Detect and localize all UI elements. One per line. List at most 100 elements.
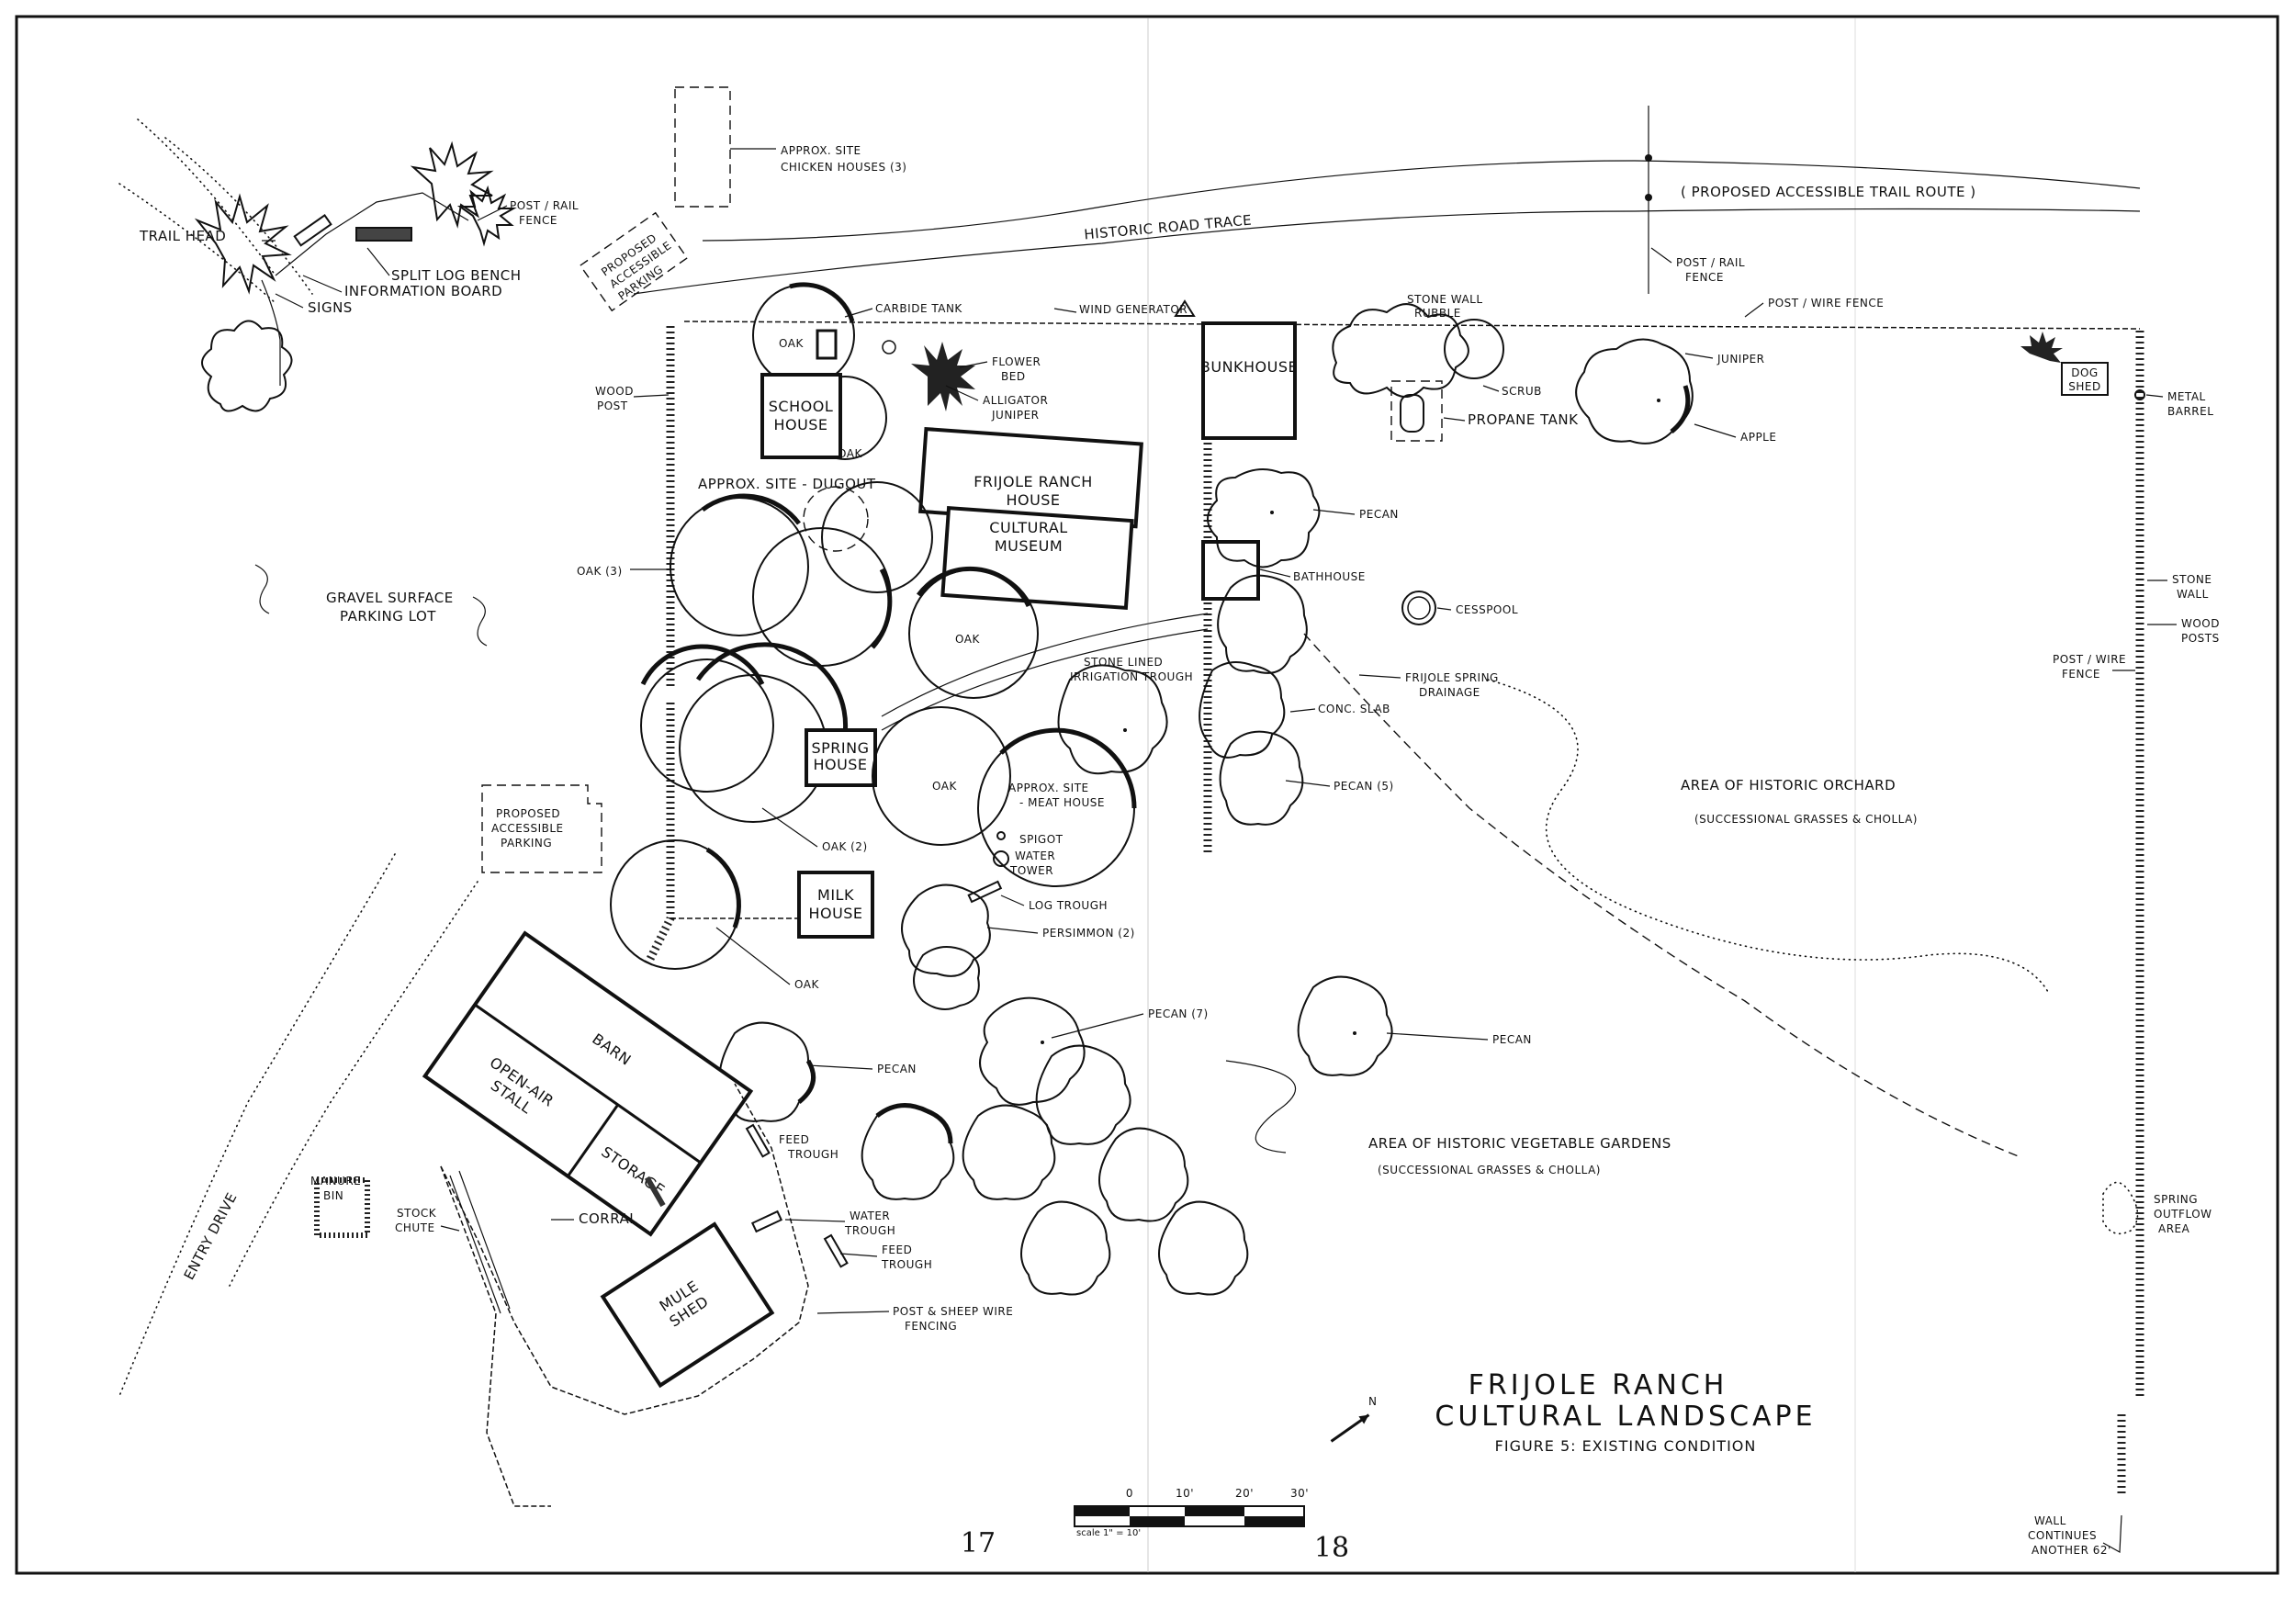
proposed-parking-top xyxy=(579,211,689,312)
label-apple: APPLE xyxy=(1740,431,1776,444)
label-spring-outflow-2: OUTFLOW xyxy=(2154,1208,2212,1221)
gravel-swirl xyxy=(254,564,488,647)
water-trough xyxy=(750,1210,783,1233)
leader xyxy=(1051,1013,1144,1039)
label-conc-slab: CONC. SLAB xyxy=(1318,703,1390,715)
label-scrub: SCRUB xyxy=(1502,385,1542,398)
label-wall-cont-1: WALL xyxy=(2034,1514,2066,1527)
historic-road-trace xyxy=(633,208,2141,295)
dugout-site xyxy=(803,486,869,552)
page-number-left: 17 xyxy=(961,1527,996,1559)
label-stone-wall-rubble-1: STONE WALL xyxy=(1407,293,1483,306)
label-oak-g: OAK xyxy=(932,780,957,793)
leader xyxy=(784,1219,878,1257)
label-feed-trough-2: TROUGH xyxy=(787,1148,838,1161)
pecan-tree-12 xyxy=(1158,1200,1249,1296)
leader xyxy=(2145,394,2164,398)
label-juniper: JUNIPER xyxy=(1716,353,1765,366)
scrub-area xyxy=(1332,303,1469,398)
label-wall-cont-3: ANOTHER 62' xyxy=(2032,1544,2111,1557)
mule-shed xyxy=(600,1221,775,1389)
label-stone-wall-rubble-2: RUBBLE xyxy=(1414,307,1461,320)
feed-trough-2 xyxy=(823,1233,849,1268)
split-log-bench xyxy=(355,227,412,242)
north-label: N xyxy=(1368,1395,1377,1408)
label-museum-2: MUSEUM xyxy=(995,537,1063,555)
label-veg-1: AREA OF HISTORIC VEGETABLE GARDENS xyxy=(1368,1135,1671,1152)
juniper-ne xyxy=(1444,319,1504,379)
leader xyxy=(761,807,818,848)
label-dog-shed-1: DOG xyxy=(2071,366,2098,379)
propane-area xyxy=(1390,380,1443,442)
label-feed-trough-1: FEED xyxy=(779,1133,809,1146)
leader xyxy=(1312,509,1356,515)
label-split-log-bench: SPLIT LOG BENCH xyxy=(391,267,522,284)
historic-road-trace xyxy=(702,160,2141,242)
pecan-tree-5 xyxy=(1219,730,1304,826)
label-spring-house-1: SPRING xyxy=(811,739,869,757)
label-oak-d: OAK xyxy=(955,633,980,646)
oak-tree-c xyxy=(821,481,933,593)
label-school-house-1: SCHOOL xyxy=(769,398,833,415)
irrigation-trough xyxy=(881,613,1209,717)
label-pecan-3: PECAN xyxy=(1492,1033,1532,1046)
label-pecan-5: PECAN (5) xyxy=(1334,780,1394,793)
leader xyxy=(945,361,988,401)
label-proposed-parking-1: PROPOSED xyxy=(496,807,560,820)
leader xyxy=(262,205,508,309)
label-spring-drainage-1: FRIJOLE SPRING xyxy=(1405,671,1499,684)
label-flower-bed-1: FLOWER xyxy=(992,355,1041,368)
label-gravel-1: GRAVEL SURFACE xyxy=(326,590,454,606)
label-spring-drainage-2: DRAINAGE xyxy=(1419,686,1480,699)
label-post-rail-fence-1: POST / RAIL xyxy=(510,199,579,212)
label-milk-house-2: HOUSE xyxy=(808,905,862,922)
oak-tree-a xyxy=(670,497,809,636)
map-subtitle: CULTURAL LANDSCAPE xyxy=(1435,1401,1816,1433)
cesspool xyxy=(1401,591,1436,625)
label-entry-drive: ENTRY DRIVE xyxy=(181,1189,241,1282)
cultural-museum xyxy=(940,505,1134,610)
school-house xyxy=(760,373,842,459)
label-bunkhouse: BUNKHOUSE xyxy=(1200,358,1298,376)
juniper-east xyxy=(2020,332,2063,363)
trail-head-juniper xyxy=(194,193,292,295)
label-meat-house-1: APPROX. SITE xyxy=(1008,782,1089,794)
label-orchard-1: AREA OF HISTORIC ORCHARD xyxy=(1681,777,1896,793)
carbide-tank-icon xyxy=(882,340,896,354)
oak-tree-g xyxy=(872,706,1011,846)
label-oak-h: OAK xyxy=(794,978,819,991)
carbide-tank xyxy=(816,329,838,360)
apple-tree xyxy=(1575,338,1694,445)
label-spring-house-2: HOUSE xyxy=(813,756,867,773)
oak-tree-e xyxy=(640,658,774,793)
label-pecan-2: PECAN xyxy=(877,1063,917,1075)
label-post-rail-east-2: FENCE xyxy=(1685,271,1724,284)
label-dog-shed-2: SHED xyxy=(2068,380,2100,393)
label-irrigation-2: IRRIGATION TROUGH xyxy=(1070,670,1193,683)
label-meat-house-2: - MEAT HOUSE xyxy=(1019,796,1105,809)
orchard-boundary xyxy=(1487,679,2049,993)
label-proposed-parking-3: PARKING xyxy=(501,837,552,850)
label-chicken-2: CHICKEN HOUSES (3) xyxy=(781,161,906,174)
log-trough xyxy=(967,880,1003,904)
map-title: FRIJOLE RANCH xyxy=(1469,1369,1728,1401)
label-spring-outflow-3: AREA xyxy=(2158,1222,2190,1235)
label-feed-trough-4: TROUGH xyxy=(881,1258,932,1271)
map-border xyxy=(15,15,2279,1575)
label-metal-barrel-1: METAL xyxy=(2167,390,2206,403)
label-orchard-2: (SUCCESSIONAL GRASSES & CHOLLA) xyxy=(1694,813,1918,826)
leader xyxy=(2112,580,2177,671)
label-water-tower-1: WATER xyxy=(1015,850,1055,862)
label-carbide-tank: CARBIDE TANK xyxy=(875,302,962,315)
water-tower xyxy=(993,850,1009,867)
label-pecan-7: PECAN (7) xyxy=(1148,1007,1209,1020)
scale-label: scale 1" = 10' xyxy=(1076,1528,1141,1538)
label-school-house-2: HOUSE xyxy=(773,416,827,433)
gravel-speckle xyxy=(118,118,313,304)
label-wind-generator: WIND GENERATOR xyxy=(1079,303,1187,316)
manure-bin xyxy=(314,1177,370,1238)
pecan-tree-3 xyxy=(1057,664,1168,775)
label-stone-wall-1: STONE xyxy=(2172,573,2212,586)
pecan-tree-6 xyxy=(979,996,1086,1106)
